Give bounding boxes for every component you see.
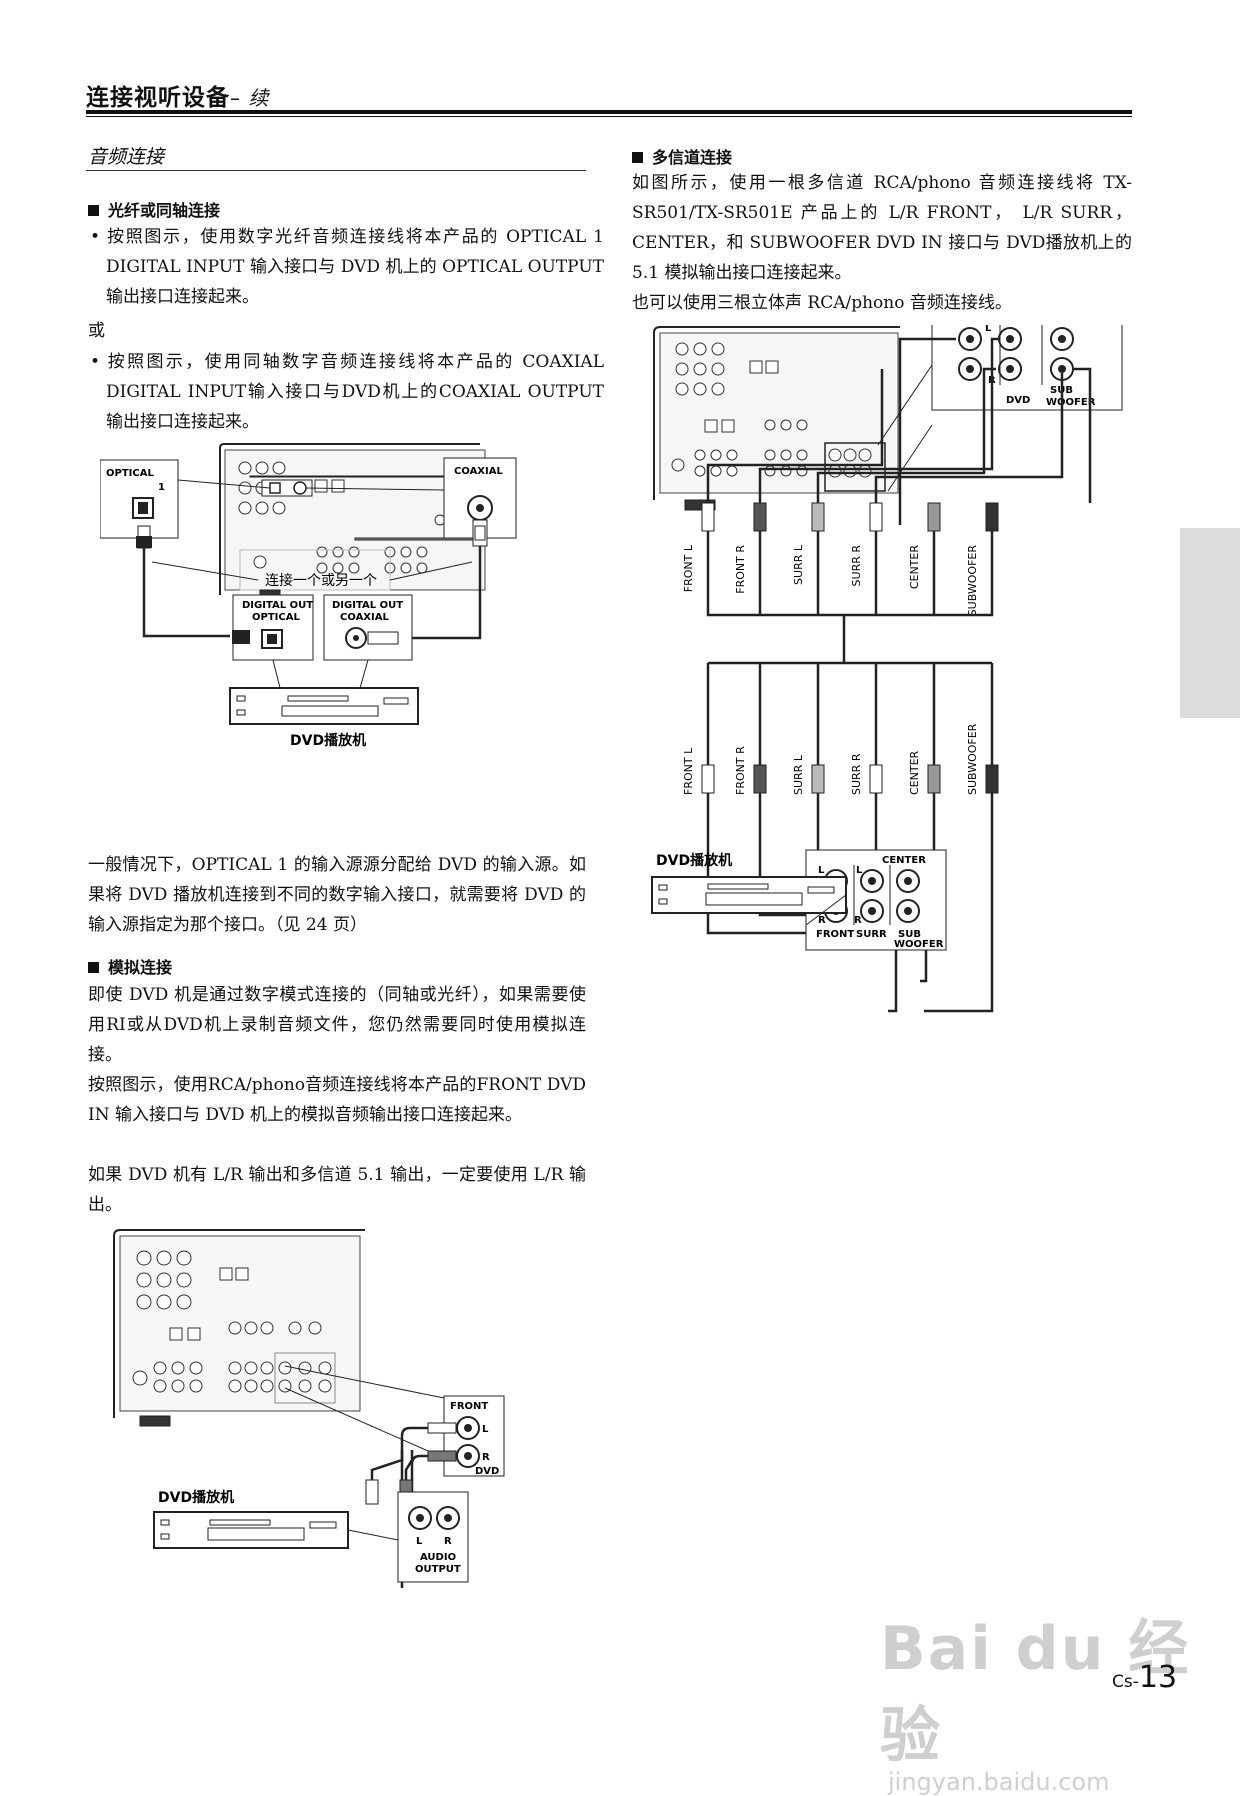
dvd-player-icon-2 — [153, 1511, 349, 1549]
dvd-audio-output: DVD播放机 L R AUDIO OUTPUT — [153, 1489, 469, 1583]
optical-label: OPTICAL — [106, 468, 154, 479]
svg-text:SURR L: SURR L — [792, 754, 805, 795]
digital-out-optical-label: DIGITAL OUT — [242, 600, 313, 611]
svg-text:R: R — [854, 915, 862, 926]
diagram-analog-connection: FRONT L R DVD — [113, 1229, 505, 1588]
dvd-caption-1: DVD播放机 — [290, 732, 366, 749]
optical-plug-head — [232, 630, 250, 644]
svg-text:SURR L: SURR L — [792, 544, 805, 585]
callout-woofer-label: WOOFER — [1046, 397, 1096, 408]
paragraph-coaxial: • 按照图示，使用同轴数字音频连接线将本产品的 COAXIAL DIGITAL … — [90, 352, 604, 432]
svg-text:CENTER: CENTER — [908, 750, 921, 795]
square-bullet-icon — [632, 152, 643, 163]
digital-out-optical-label2: OPTICAL — [252, 612, 300, 623]
front-label: FRONT — [450, 1401, 488, 1412]
audio-r-label: R — [444, 1536, 452, 1547]
svg-text:L: L — [818, 865, 825, 876]
out-front-label: FRONT — [816, 929, 854, 940]
dvd-player-icon-3 — [651, 876, 847, 914]
callout-dvd-label: DVD — [1006, 395, 1030, 406]
lower-cable-labels: FRONT L FRONT R SURR L SURR R CENTER SUB… — [682, 723, 979, 795]
digital-out-coaxial-label2: COAXIAL — [340, 612, 389, 623]
optical-num: 1 — [158, 482, 165, 493]
audio-l-label: L — [416, 1536, 423, 1547]
dvd-caption-2: DVD播放机 — [158, 1489, 234, 1506]
coaxial-cable — [400, 546, 482, 640]
optical-port-icon — [269, 482, 281, 494]
svg-text:SUBWOOFER: SUBWOOFER — [966, 723, 979, 795]
svg-text:SURR R: SURR R — [850, 753, 863, 795]
heading-multichannel: 多信道连接 — [632, 144, 732, 168]
text-or: 或 — [88, 321, 105, 341]
out-woofer-label: WOOFER — [894, 939, 944, 950]
page-number: Cs-13 — [1112, 1660, 1178, 1695]
dvd-caption-3: DVD播放机 — [656, 852, 732, 869]
dvd-player-icon — [229, 687, 419, 725]
coaxial-label: COAXIAL — [454, 466, 503, 477]
diagram-digital-connection: OPTICAL 1 COAXIAL 连接一个或另一个 DIGITAL OUT O… — [100, 443, 517, 749]
optical-cable — [142, 548, 230, 638]
diagram-multichannel-connection: FRONT SURR CENTER L R DVD SUB WOOFER FRO… — [651, 325, 1123, 1013]
title-sub: – 续 — [230, 86, 270, 110]
svg-text:L: L — [985, 325, 992, 334]
paragraph-stereo-cables: 也可以使用三根立体声 RCA/phono 音频连接线。 — [632, 293, 1012, 313]
audio-label: AUDIO — [420, 1552, 456, 1563]
upper-cable-labels: FRONT L FRONT R SURR L SURR R CENTER SUB… — [682, 544, 979, 616]
header-divider-thin — [86, 116, 1132, 117]
square-bullet-icon — [88, 205, 99, 216]
paragraph-optical-note: 一般情况下，OPTICAL 1 的输入源源分配给 DVD 的输入源。如果将 DV… — [88, 855, 586, 935]
out-surr-label: SURR — [856, 929, 887, 940]
digital-out-coaxial-label: DIGITAL OUT — [332, 600, 403, 611]
out-sub-label: SUB — [898, 929, 921, 940]
r-label: R — [482, 1452, 490, 1463]
page-title: 连接视听设备– 续 — [86, 78, 269, 112]
side-tab-marker — [1180, 528, 1240, 718]
coaxial-port-icon — [293, 481, 307, 495]
square-bullet-icon — [88, 962, 99, 973]
paragraph-analog-3: 如果 DVD 机有 L/R 输出和多信道 5.1 输出，一定要使用 L/R 输出… — [88, 1165, 586, 1215]
cable-l — [400, 1578, 404, 1588]
output-label: OUTPUT — [415, 1564, 461, 1575]
header-divider — [86, 110, 1132, 114]
svg-text:FRONT L: FRONT L — [682, 544, 695, 592]
audio-output-callout-box — [397, 1491, 469, 1583]
svg-text:R: R — [818, 915, 826, 926]
cable-bundle — [706, 531, 994, 765]
svg-text:SURR R: SURR R — [850, 545, 863, 587]
svg-text:L: L — [856, 865, 863, 876]
section-divider — [86, 170, 586, 171]
receiver-rear-panel-2 — [113, 1229, 365, 1427]
paragraph-analog-2: 按照图示，使用RCA/phono音频连接线将本产品的FRONT DVD IN 输… — [88, 1075, 586, 1125]
paragraph-multichannel: 如图所示，使用一根多信道 RCA/phono 音频连接线将 TX-SR501/T… — [632, 173, 1132, 283]
section-title-audio: 音频连接 — [88, 146, 165, 168]
receiver-rear-panel-3 — [653, 326, 900, 511]
paragraph-optical: • 按照图示，使用数字光纤音频连接线将本产品的 OPTICAL 1 DIGITA… — [90, 227, 604, 307]
heading-optical: 光纤或同轴连接 — [88, 197, 220, 221]
svg-text:FRONT L: FRONT L — [682, 747, 695, 795]
svg-text:FRONT R: FRONT R — [734, 545, 747, 594]
heading-analog: 模拟连接 — [88, 954, 172, 978]
l-label: L — [482, 1424, 489, 1435]
digital-out-optical-box — [232, 594, 314, 661]
dvd-label: DVD — [475, 1466, 499, 1477]
out-center-label: CENTER — [882, 855, 926, 866]
upper-cables — [706, 337, 1092, 525]
svg-text:CENTER: CENTER — [908, 545, 921, 590]
svg-text:FRONT R: FRONT R — [734, 746, 747, 795]
receiver-rear-panel — [219, 443, 486, 601]
upper-plugs — [701, 502, 999, 532]
title-main: 连接视听设备 — [86, 85, 230, 111]
paragraph-analog-1: 即使 DVD 机是通过数字模式连接的（同轴或光纤），如果需要使用RI或从DVD机… — [88, 985, 586, 1065]
svg-text:SUBWOOFER: SUBWOOFER — [966, 545, 979, 617]
plug-l-icon — [365, 1479, 379, 1505]
connect-one-note: 连接一个或另一个 — [265, 572, 377, 589]
